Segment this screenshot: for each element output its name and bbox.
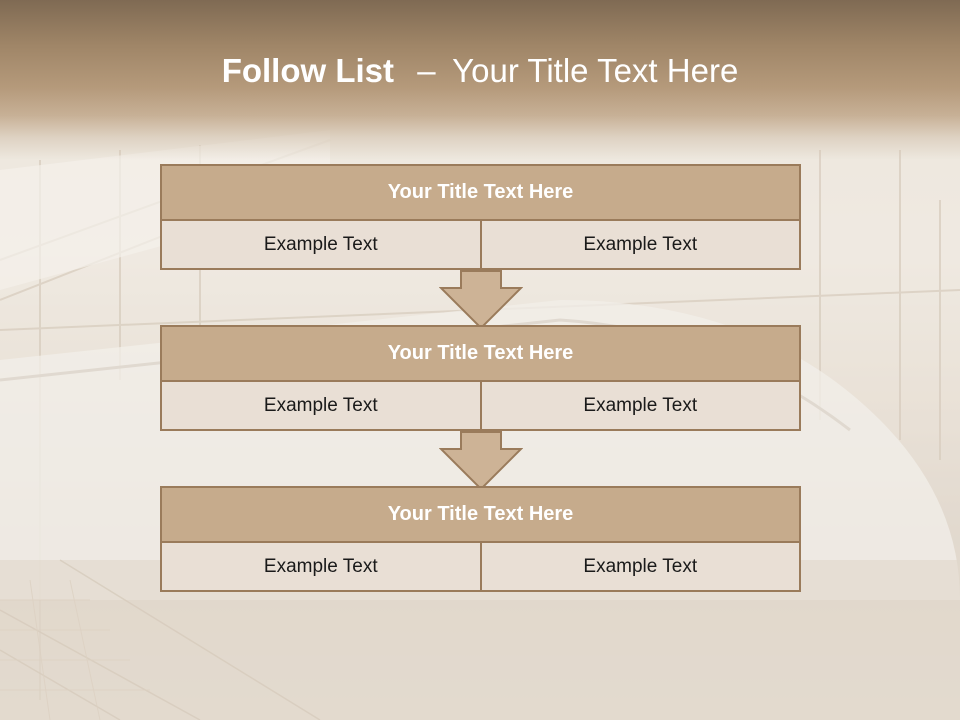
block-cell-right: Example Text [479,221,799,268]
block-heading: Your Title Text Here [160,325,801,382]
title-bold: Follow List [221,52,395,89]
block-cell-right: Example Text [479,543,799,590]
slide-title: Follow List – Your Title Text Here [0,52,960,90]
list-block-2: Your Title Text Here Example Text Exampl… [160,325,801,431]
block-cell-right: Example Text [479,382,799,429]
title-rest: Your Title Text Here [452,52,739,89]
block-cell-left: Example Text [162,543,480,590]
block-cell-left: Example Text [162,382,480,429]
down-arrow-icon [439,270,523,330]
list-block-1: Your Title Text Here Example Text Exampl… [160,164,801,270]
block-row: Example Text Example Text [160,221,801,270]
block-heading: Your Title Text Here [160,486,801,543]
block-heading: Your Title Text Here [160,164,801,221]
list-block-3: Your Title Text Here Example Text Exampl… [160,486,801,592]
block-row: Example Text Example Text [160,543,801,592]
header-band [0,0,960,160]
block-row: Example Text Example Text [160,382,801,431]
down-arrow-icon [439,431,523,491]
title-dash: – [417,52,436,89]
block-cell-left: Example Text [162,221,480,268]
